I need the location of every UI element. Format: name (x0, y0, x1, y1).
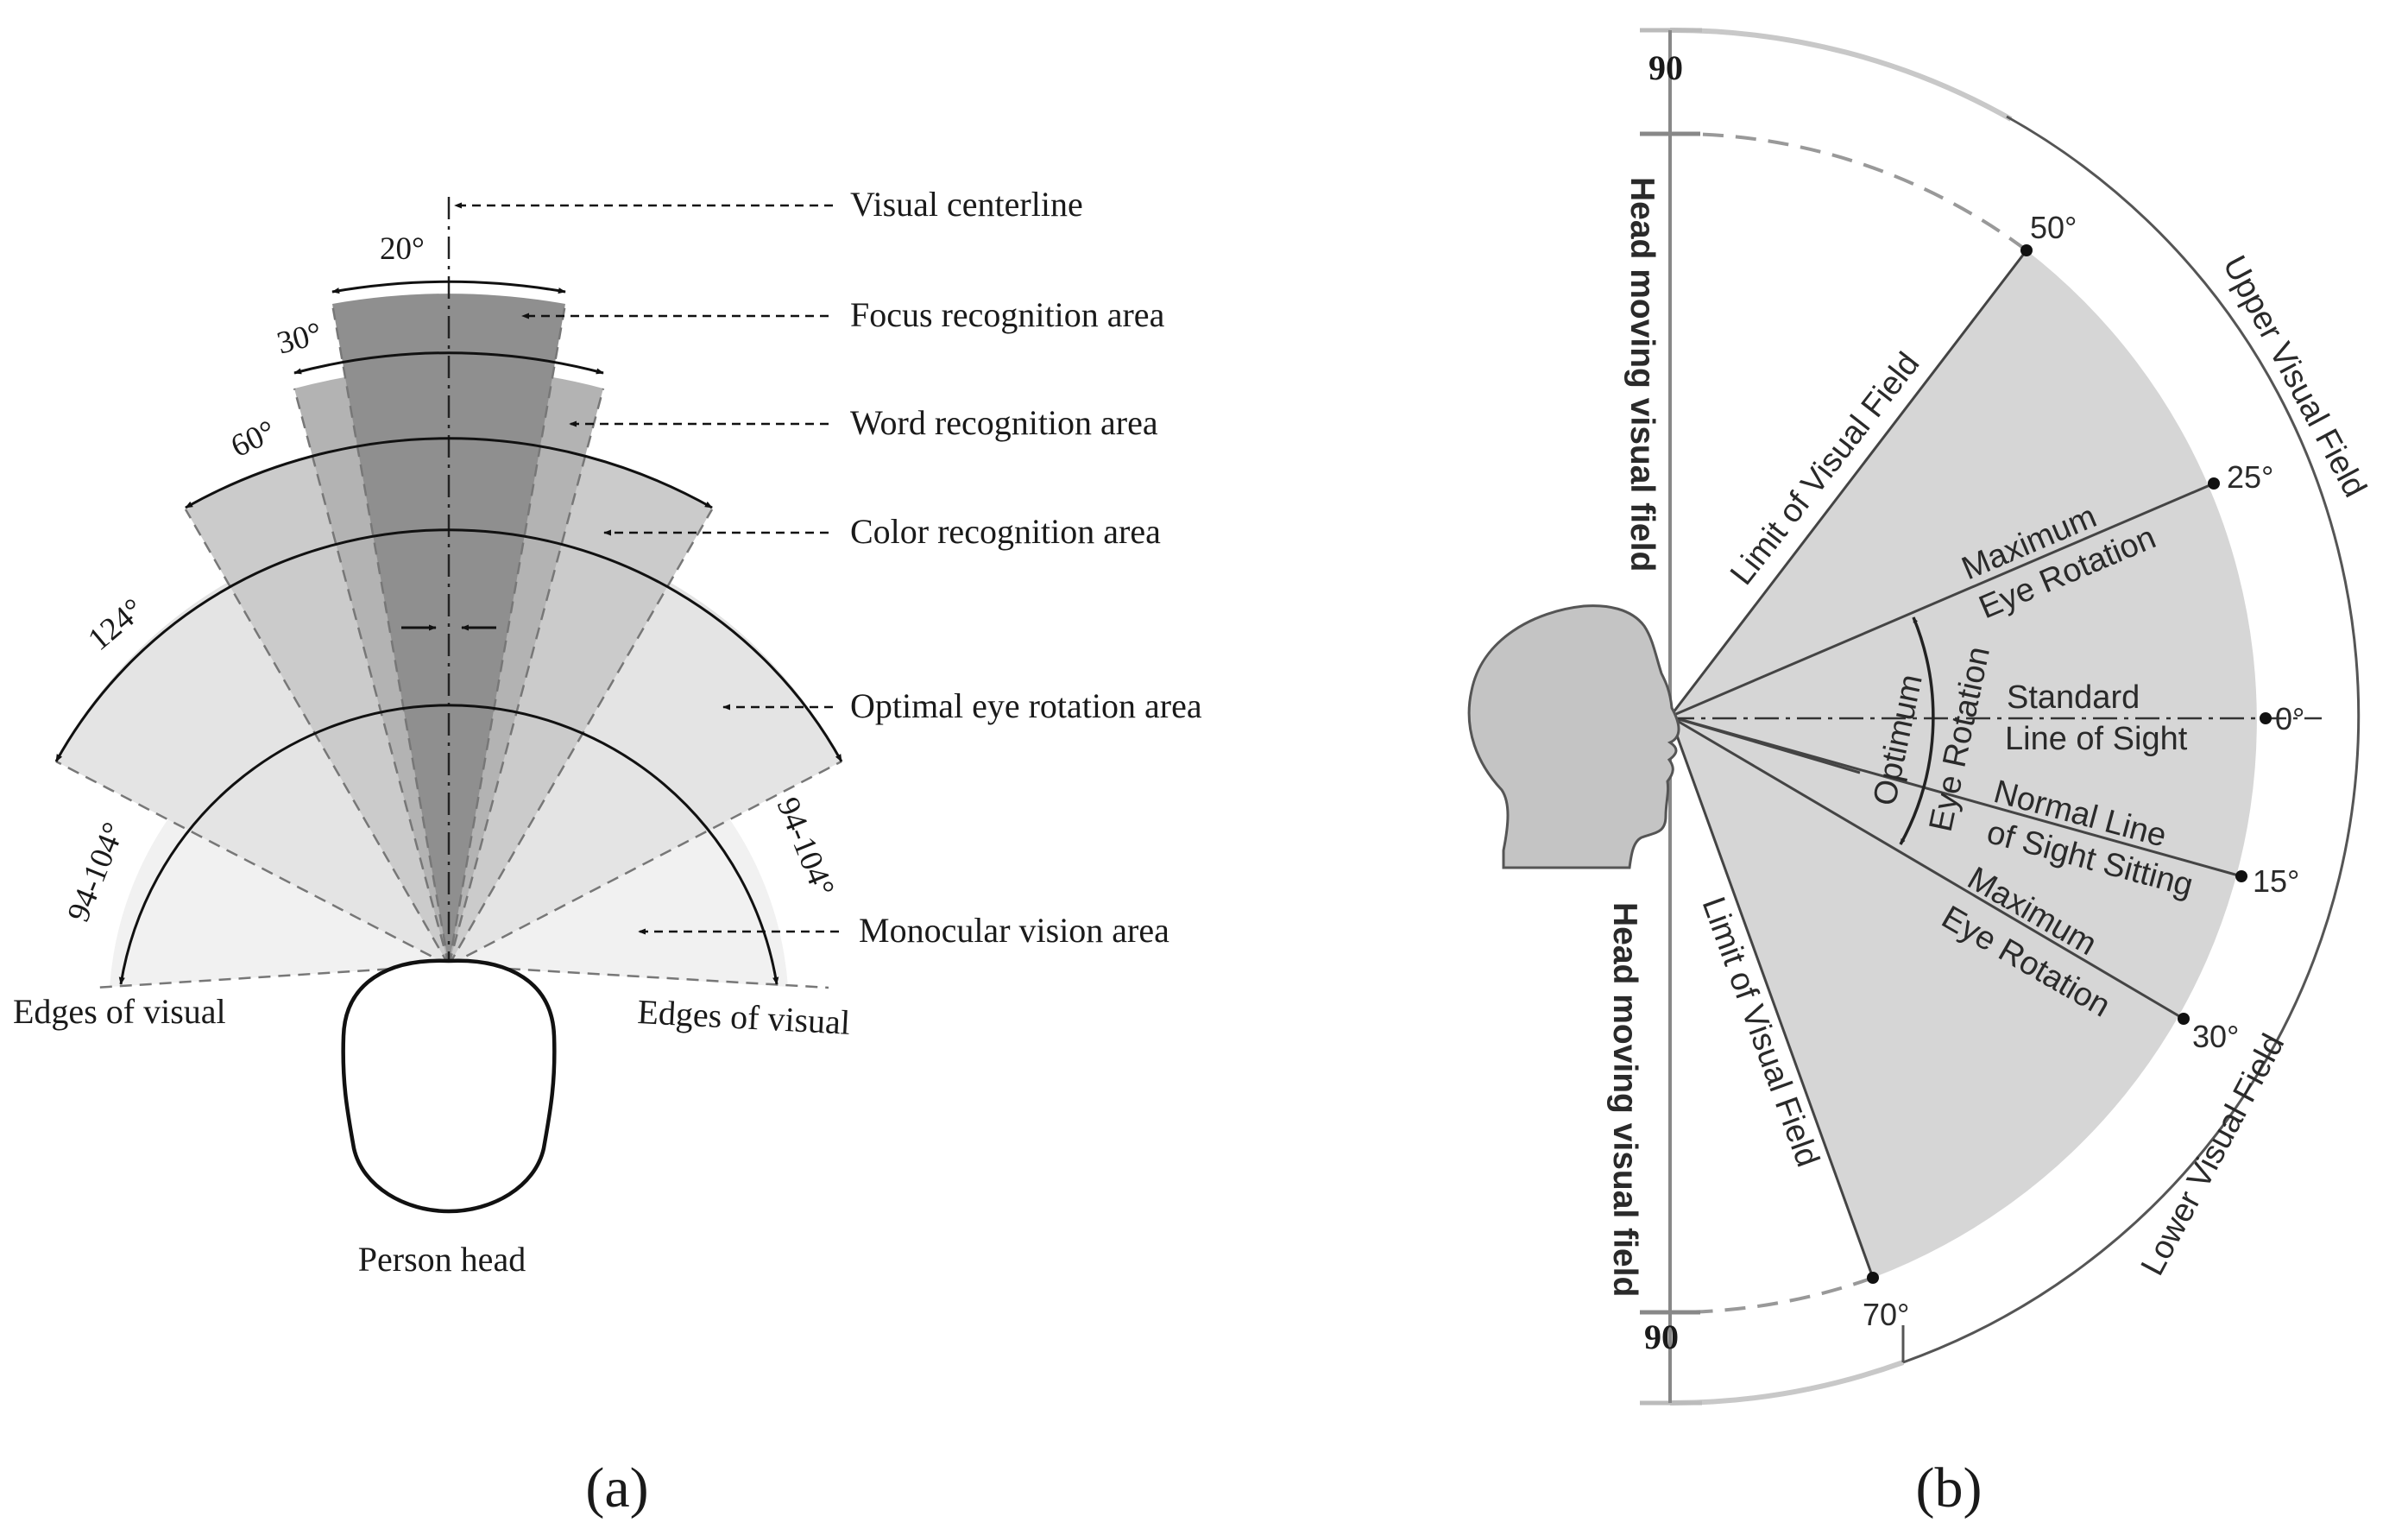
dot-50 (2020, 244, 2033, 256)
focus-recognition-wedge (332, 294, 565, 965)
upper-lower-field-arc (1902, 115, 2361, 1364)
normal-sight-line (1669, 715, 2242, 878)
focus-edge-left (331, 303, 451, 966)
outer-arc-bottom (1669, 1360, 1905, 1406)
dot-70 (1867, 1272, 1879, 1284)
label-visual-centerline: Visual centerline (850, 185, 1083, 224)
angle-color: 60° (225, 414, 281, 464)
max-eye-line-top (1669, 482, 2215, 718)
label-standard-2: Line of Sight (2005, 721, 2188, 757)
dot-25 (2208, 477, 2220, 490)
dot-0 (2260, 712, 2272, 724)
deg-0: 0° (2275, 701, 2304, 736)
monocular-angle-arc (118, 704, 779, 985)
color-edge-left (184, 509, 451, 966)
limit-arc-top (1669, 131, 2028, 252)
limit-line-top (1668, 250, 2028, 717)
limit-line-bottom (1668, 716, 1875, 1279)
optimal-edge-right (448, 760, 842, 967)
panel-a: 20° 30° 60° 124° 94-104° 94-104° Visual … (13, 185, 1202, 1520)
angle-word: 30° (274, 316, 326, 362)
deg-15: 15° (2253, 863, 2299, 899)
label-focus-area: Focus recognition area (850, 295, 1165, 334)
limit-arc-bottom (1669, 1276, 1874, 1315)
label-person-head: Person head (358, 1240, 526, 1279)
angle-monocular-left: 94-104° (60, 818, 132, 926)
caption-a: (a) (585, 1456, 648, 1520)
outer-arc-top (1669, 27, 2013, 122)
label-optimal-area: Optimal eye rotation area (850, 686, 1202, 725)
label-edges-right: Edges of visual (637, 992, 852, 1042)
focus-angle-arc (331, 280, 566, 294)
color-edge-right (447, 509, 714, 966)
label-edges-left: Edges of visual (13, 992, 226, 1031)
number-90-bottom: 90 (1644, 1317, 1679, 1356)
extra-short-line (1669, 715, 1861, 774)
optimal-edge-left (55, 760, 450, 967)
panel-b: 90 90 Head moving visual field Head movi… (1467, 27, 2373, 1520)
deg-25: 25° (2227, 459, 2273, 495)
label-lower-visual-field: Lower Visual Field (2134, 1028, 2292, 1281)
dot-30 (2178, 1013, 2190, 1025)
head-profile-icon (1467, 604, 1680, 869)
optimal-angle-arc (54, 528, 843, 762)
color-angle-arc (185, 437, 713, 509)
number-90-top: 90 (1648, 48, 1683, 87)
word-edge-right (447, 388, 605, 966)
caption-b: (b) (1916, 1456, 1983, 1520)
label-head-moving-top: Head moving visual field (1623, 177, 1661, 572)
deg-70: 70° (1863, 1297, 1909, 1332)
focus-edge-right (447, 303, 567, 966)
deg-30: 30° (2192, 1019, 2239, 1054)
label-head-moving-bottom: Head moving visual field (1606, 902, 1643, 1297)
max-eye-line-bottom (1669, 715, 2184, 1020)
angle-focus: 20° (380, 231, 425, 267)
deg-50: 50° (2030, 210, 2077, 245)
angle-optimal: 124° (81, 591, 150, 658)
optimum-rotation-arc (1899, 616, 1935, 845)
label-standard-1: Standard (2007, 679, 2140, 716)
dot-15 (2235, 870, 2247, 882)
angle-monocular-right: 94-104° (770, 793, 842, 901)
label-monocular-area: Monocular vision area (859, 911, 1169, 950)
word-angle-arc (293, 351, 604, 375)
word-edge-left (293, 388, 451, 966)
label-word-area: Word recognition area (850, 403, 1158, 442)
visual-field-shaded (1670, 250, 2257, 1278)
person-head-outline (341, 958, 557, 1214)
label-color-area: Color recognition area (850, 512, 1161, 551)
